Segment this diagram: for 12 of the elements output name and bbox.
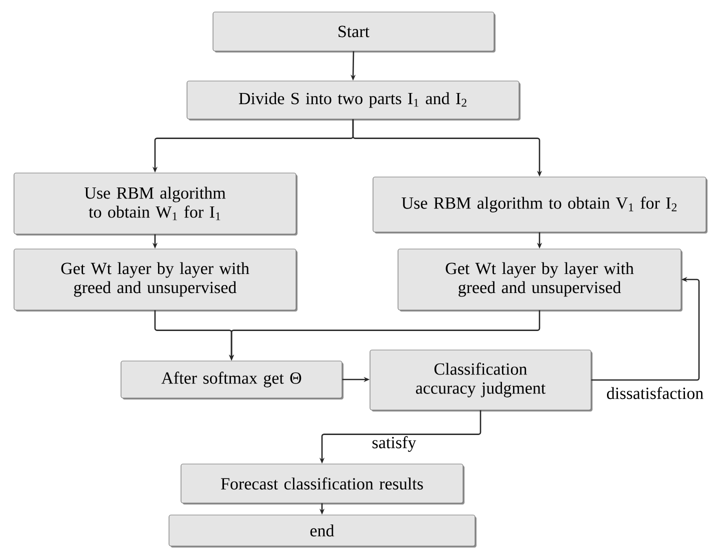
process-box: Get Wt layer by layer with greed and unsupervised bbox=[14, 248, 298, 312]
process-box: Use RBM algorithm to obtain V$_{1}$ for I$_{2}$ bbox=[372, 176, 708, 234]
process-box: Use RBM algorithm to obtain W$_{1}$ for I$_{1}$ bbox=[14, 172, 298, 236]
edge-label: dissatisfaction bbox=[605, 386, 705, 400]
process-box: end bbox=[168, 514, 476, 548]
process-box: After softmax get Θ bbox=[120, 360, 344, 400]
process-box: Get Wt layer by layer with greed and unsupervised bbox=[398, 248, 682, 312]
process-box: Classification accuracy judgment bbox=[370, 350, 592, 412]
process-box: Start bbox=[212, 12, 496, 52]
edge-label: satisfy bbox=[370, 435, 418, 453]
process-box: Forecast classification results bbox=[180, 464, 464, 504]
process-box: Divide S into two parts I$_{1}$ and I$_{2}$ bbox=[186, 80, 520, 120]
